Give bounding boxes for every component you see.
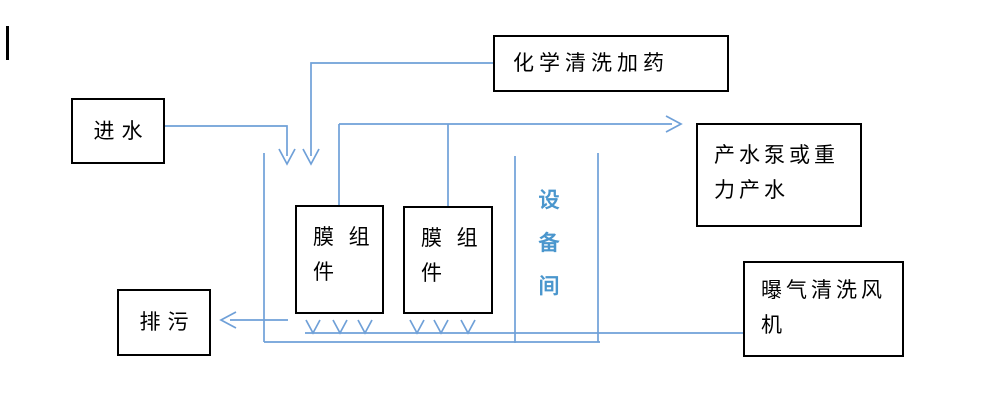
diffuser-arrows bbox=[305, 319, 476, 335]
feed-line bbox=[165, 125, 288, 156]
inlet-box: 进水 bbox=[71, 98, 165, 164]
membrane-module-2-label-line2: 件 bbox=[421, 261, 446, 285]
product-water-label-line1: 产水泵或重 bbox=[714, 143, 839, 167]
chemical-dosing-box: 化学清洗加药 bbox=[493, 35, 729, 92]
membrane-module-2-label-line1: 膜 组 bbox=[421, 226, 482, 250]
aeration-blower-label-line1: 曝气清洗风 bbox=[761, 278, 886, 302]
equipment-room-char-3: 间 bbox=[538, 274, 560, 298]
membrane-module-1-box: 膜 组 件 bbox=[295, 205, 384, 314]
aeration-blower-label-line2: 机 bbox=[761, 313, 786, 337]
chemical-line bbox=[310, 62, 493, 156]
text-cursor-mark bbox=[6, 26, 9, 60]
membrane-module-1-label-line1: 膜 组 bbox=[313, 225, 374, 249]
feed-arrowhead-icon bbox=[278, 148, 296, 166]
drain-label: 排污 bbox=[139, 310, 196, 334]
product-water-label-line2: 力产水 bbox=[714, 178, 789, 202]
drain-arrowhead-icon bbox=[219, 311, 237, 329]
chemical-dosing-label: 化学清洗加药 bbox=[513, 51, 669, 75]
membrane-module-1-label-line2: 件 bbox=[313, 260, 338, 284]
chemical-arrowhead-icon bbox=[302, 148, 320, 166]
membrane-module-2-box: 膜 组 件 bbox=[403, 206, 493, 314]
product-water-box: 产水泵或重 力产水 bbox=[696, 123, 862, 227]
equipment-room-char-1: 设 bbox=[538, 188, 560, 212]
product-arrowhead-icon bbox=[665, 115, 683, 133]
aeration-blower-box: 曝气清洗风 机 bbox=[743, 261, 904, 357]
inlet-label: 进水 bbox=[93, 118, 150, 143]
equipment-room-label: 设 备 间 bbox=[537, 184, 561, 300]
drain-box: 排污 bbox=[117, 289, 211, 356]
equipment-room-char-2: 备 bbox=[538, 231, 560, 255]
